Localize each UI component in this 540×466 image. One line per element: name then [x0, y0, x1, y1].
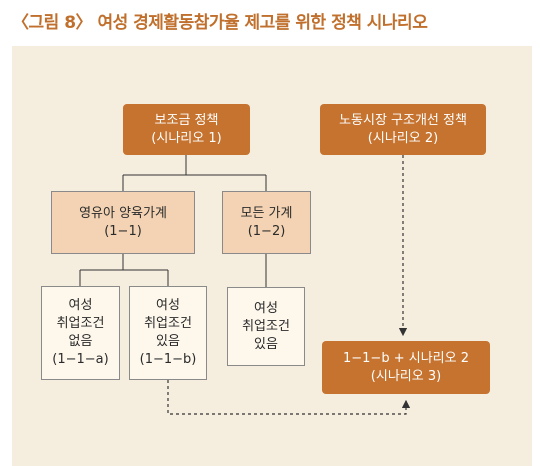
box-1-2-line1: 여성 [254, 300, 278, 316]
combined-scenario-code: (시나리오 3) [370, 368, 442, 384]
box-1-1-a: 여성 취업조건 없음 (1−1−a) [41, 286, 120, 380]
all-household-code: (1−2) [247, 223, 286, 239]
labor-policy-box: 노동시장 구조개선 정책 (시나리오 2) [320, 104, 486, 155]
box-1-1-b-line1: 여성 [156, 298, 180, 313]
combined-scenario-box: 1−1−b + 시나리오 2 (시나리오 3) [322, 341, 490, 394]
box-1-1-a-line4: (1−1−a) [52, 352, 109, 367]
box-1-2-line2: 취업조건 [242, 318, 290, 334]
labor-scenario-label: (시나리오 2) [367, 130, 439, 146]
box-1-1-a-line1: 여성 [68, 298, 93, 313]
all-household-label: 모든 가계 [240, 205, 293, 221]
all-household-box: 모든 가계 (1−2) [222, 191, 311, 254]
box-1-1-b: 여성 취업조건 있음 (1−1−b) [129, 286, 207, 380]
labor-policy-label: 노동시장 구조개선 정책 [339, 112, 467, 128]
box-1-2: 여성 취업조건 있음 [227, 287, 305, 366]
box-1-1-b-line3: 있음 [156, 334, 180, 349]
dashed-arrow-11b-to-combined [167, 380, 411, 415]
box-1-1-b-line2: 취업조건 [144, 316, 192, 331]
infant-household-code: (1−1) [104, 223, 142, 239]
box-1-2-line3: 있음 [254, 336, 278, 352]
subsidy-scenario-label: (시나리오 1) [151, 130, 222, 146]
subsidy-policy-label: 보조금 정책 [154, 112, 219, 128]
figure-title: 〈그림 8〉 여성 경제활동참가율 제고를 위한 정책 시나리오 [12, 13, 428, 33]
infant-household-label: 영유아 양육가계 [79, 205, 167, 221]
subsidy-policy-box: 보조금 정책 (시나리오 1) [123, 104, 250, 155]
infant-household-box: 영유아 양육가계 (1−1) [51, 191, 195, 254]
box-1-1-a-line3: 없음 [68, 334, 93, 349]
box-1-1-a-line2: 취업조건 [56, 316, 105, 331]
box-1-1-b-line4: (1−1−b) [139, 352, 197, 367]
combined-scenario-label: 1−1−b + 시나리오 2 [343, 350, 469, 366]
